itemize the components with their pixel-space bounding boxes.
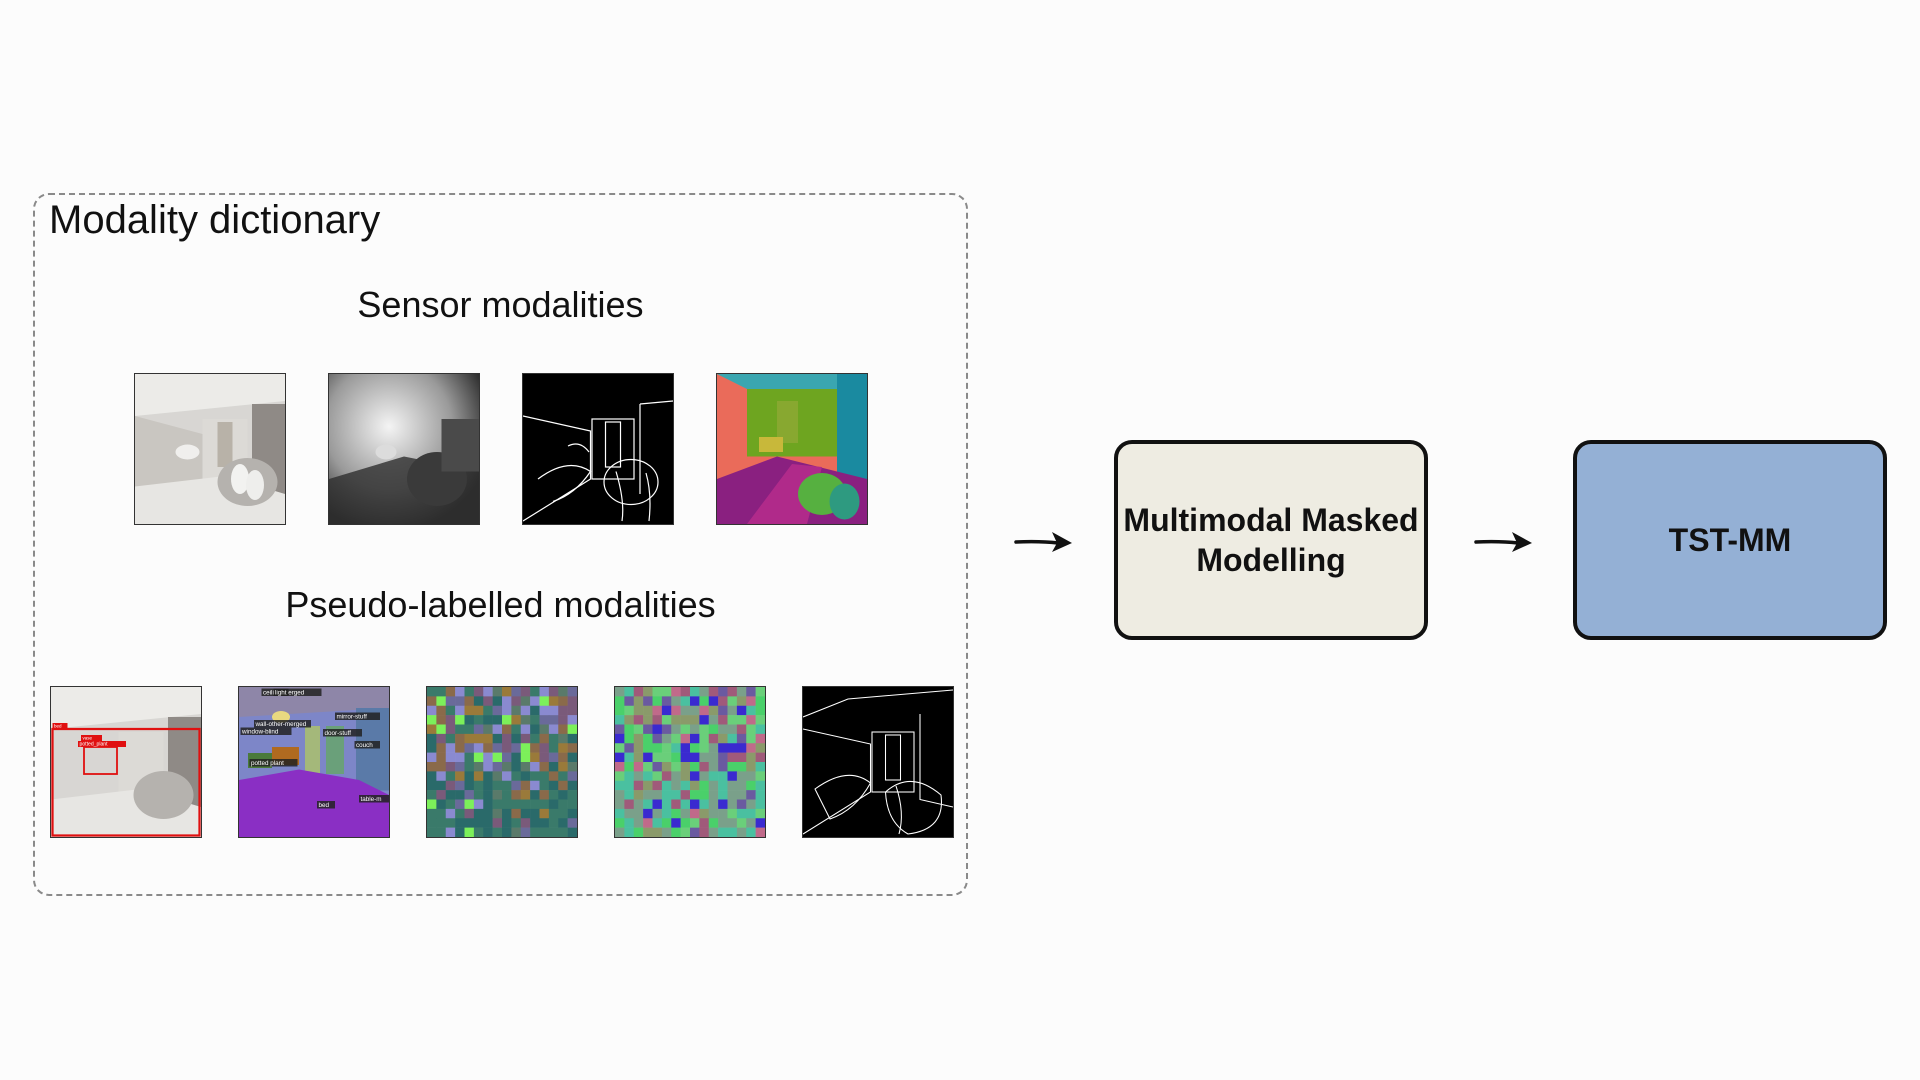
tst-mm-output-box: TST-MM — [1573, 440, 1887, 640]
modality-dictionary-box — [33, 193, 968, 896]
seg-label-wall: wall-other-merged — [255, 721, 307, 728]
seg-label-bed: bed — [319, 802, 330, 809]
modality-dictionary-title: Modality dictionary — [49, 198, 381, 242]
sam-edges-image — [802, 686, 954, 838]
detection-label-vase: vase — [83, 736, 93, 741]
feature-map-image-2 — [614, 686, 766, 838]
seg-label-potted-plant: potted plant — [251, 760, 284, 767]
multimodal-masked-modelling-box: Multimodal Masked Modelling — [1114, 440, 1428, 640]
tst-mm-label: TST-MM — [1668, 522, 1792, 558]
sensor-modalities-title: Sensor modalities — [357, 284, 644, 325]
feature-map-image-1 — [426, 686, 578, 838]
seg-label-light: light — [275, 690, 287, 697]
arrow-right-icon — [1014, 532, 1072, 552]
detection-label-potted-plant: potted_plant — [80, 742, 109, 748]
rgb-image — [134, 373, 286, 525]
seg-label-door: door-stuff — [325, 730, 352, 737]
surface-normals-image — [716, 373, 868, 525]
mmm-label-line2: Modelling — [1196, 542, 1346, 578]
seg-label-mirror: mirror-stuff — [337, 714, 368, 721]
detection-image: bed vase potted_plant — [50, 686, 202, 838]
detection-label-bed: bed — [54, 724, 62, 729]
seg-label-window: window-blind — [241, 729, 279, 736]
seg-label-couch: couch — [356, 742, 373, 749]
seg-label-table: table-m — [361, 796, 382, 803]
edge-map-image — [522, 373, 674, 525]
depth-map-image — [328, 373, 480, 525]
arrow-right-icon-2 — [1474, 532, 1532, 552]
semantic-segmentation-image: ceiling-merged light wall-other-merged w… — [238, 686, 390, 838]
pseudo-labelled-modalities-title: Pseudo-labelled modalities — [285, 584, 716, 625]
mmm-label-line1: Multimodal Masked — [1123, 502, 1419, 538]
